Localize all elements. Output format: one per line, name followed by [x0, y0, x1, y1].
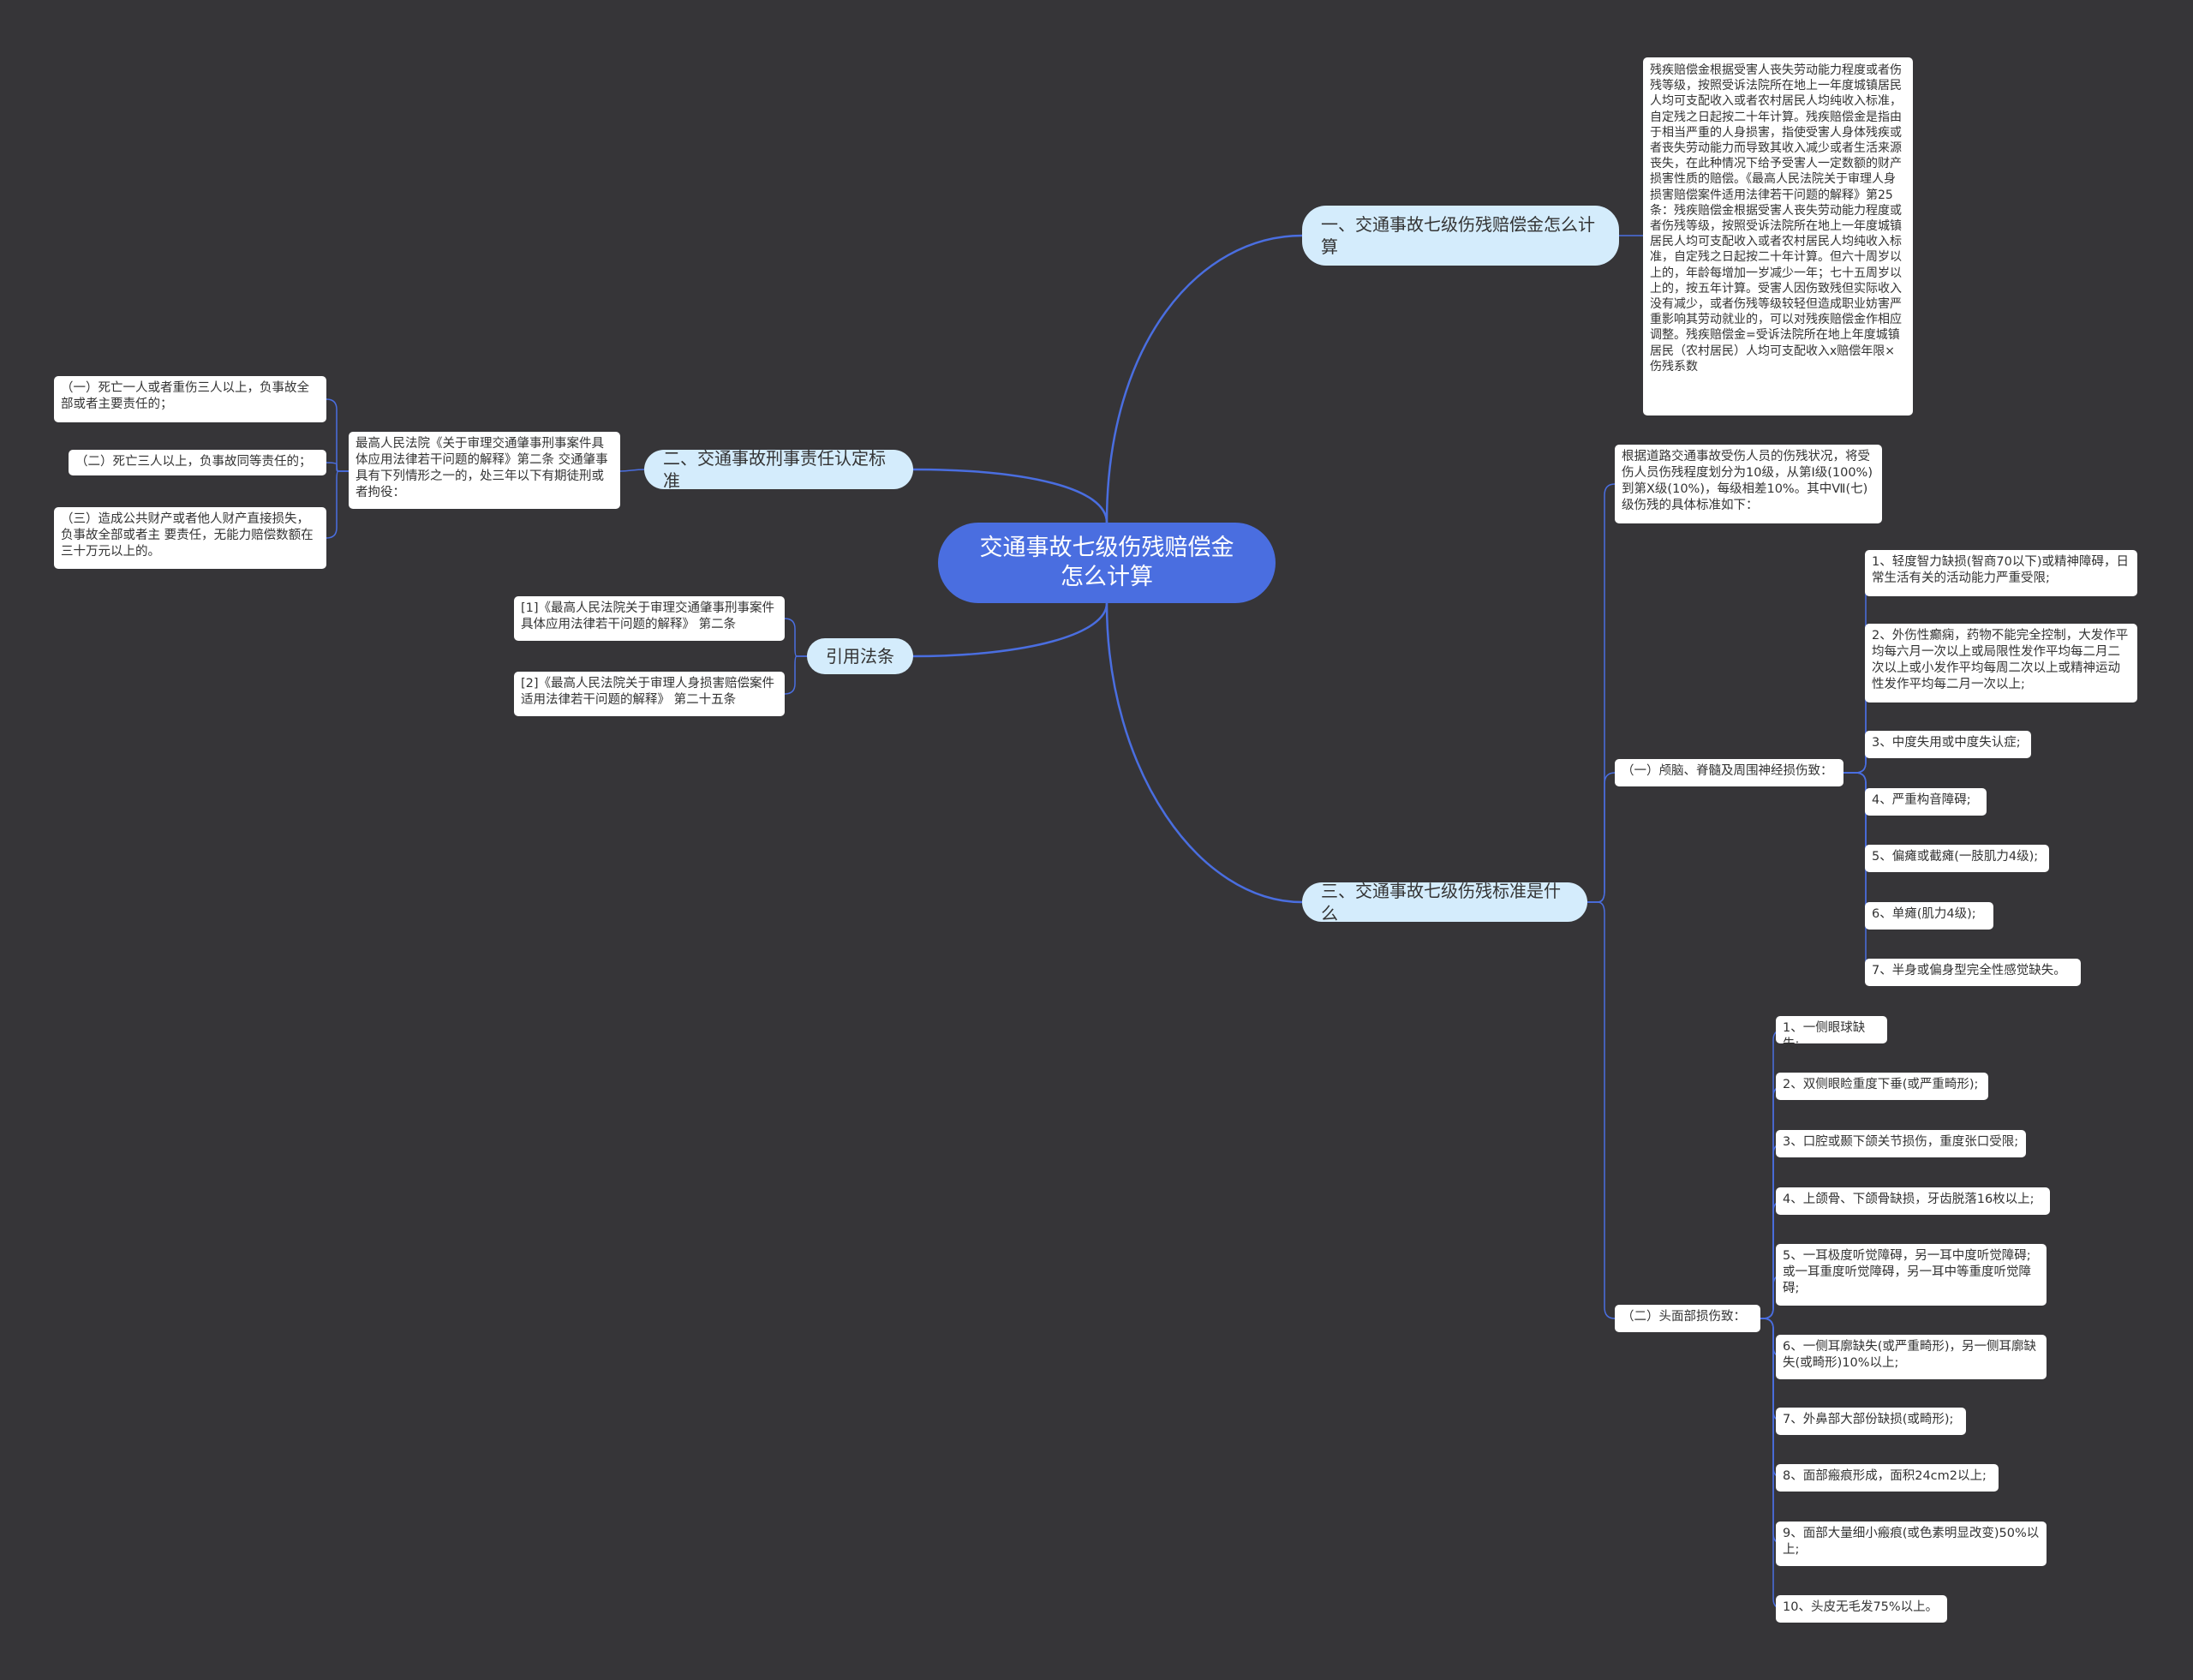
edge-detail-item1: [326, 398, 349, 472]
branch-grade7-standard[interactable]: 三、交通事故七级伤残标准是什么: [1302, 881, 1587, 924]
brain-injury-item-1: 1、轻度智力缺损(智商70以下)或精神障碍，日常生活有关的活动能力严重受限;: [1865, 550, 2137, 596]
calculation-detail-text: 残疾赔偿金根据受害人丧失劳动能力程度或者伤残等级，按照受诉法院所在地上一年度城镇…: [1643, 57, 1913, 416]
group-brain-injury[interactable]: （一）颅脑、脊髓及周围神经损伤致：: [1615, 759, 1843, 786]
edge-branch3-ref2: [784, 655, 807, 695]
face-injury-item-8: 8、面部瘢痕形成，面积24cm2以上;: [1776, 1464, 1999, 1492]
group-face-injury[interactable]: （二）头面部损伤致：: [1615, 1305, 1760, 1332]
brain-injury-item-4: 4、严重构音障碍;: [1865, 788, 1987, 816]
brain-injury-item-5: 5、偏瘫或截瘫(一肢肌力4级);: [1865, 845, 2049, 872]
face-injury-item-2: 2、双侧眼睑重度下垂(或严重畸形);: [1776, 1073, 1988, 1100]
criminal-liability-detail: 最高人民法院《关于审理交通肇事刑事案件具体应用法律若干问题的解释》第二条 交通肇…: [349, 432, 620, 509]
face-injury-item-4: 4、上颌骨、下颌骨缺损，牙齿脱落16枚以上;: [1776, 1187, 2050, 1215]
edge-root-branch1: [1105, 234, 1303, 523]
edge-branch4-intro: [1587, 483, 1616, 903]
liability-item-3: （三）造成公共财产或者他人财产直接损失，负事故全部或者主 要责任，无能力赔偿数额…: [54, 507, 326, 569]
edge-branch4-group1: [1587, 772, 1616, 903]
branch-cited-laws[interactable]: 引用法条: [807, 638, 913, 674]
cited-law-1: [1]《最高人民法院关于审理交通肇事刑事案件具体应用法律若干问题的解释》 第二条: [514, 596, 785, 641]
brain-injury-item-3: 3、中度失用或中度失认症;: [1865, 731, 2031, 758]
liability-item-2: （二）死亡三人以上，负事故同等责任的；: [69, 450, 326, 475]
edge-root-branch2: [911, 468, 1108, 523]
liability-item-1: （一）死亡一人或者重伤三人以上，负事故全部或者主要责任的；: [54, 376, 326, 422]
edge-detail-item3: [326, 470, 349, 539]
edge-root-branch3: [911, 602, 1108, 658]
brain-injury-item-7: 7、半身或偏身型完全性感觉缺失。: [1865, 959, 2081, 986]
grade-intro-text: 根据道路交通事故受伤人员的伤残状况，将受伤人员伤残程度划分为10级，从第Ⅰ级(1…: [1615, 445, 1882, 523]
brain-injury-item-2: 2、外伤性癫痫，药物不能完全控制，大发作平均每六月一次以上或局限性发作平均每二月…: [1865, 624, 2137, 702]
branch-calculation[interactable]: 一、交通事故七级伤残赔偿金怎么计算: [1302, 206, 1619, 266]
edge-root-branch4: [1105, 602, 1303, 904]
root-topic[interactable]: 交通事故七级伤残赔偿金怎么计算: [938, 523, 1276, 603]
face-injury-item-3: 3、口腔或颞下颌关节损伤，重度张口受限;: [1776, 1130, 2026, 1157]
face-injury-item-6: 6、一侧耳廓缺失(或严重畸形)，另一侧耳廓缺失(或畸形)10%以上;: [1776, 1335, 2047, 1379]
face-injury-item-10: 10、头皮无毛发75%以上。: [1776, 1595, 1947, 1623]
branch-criminal-liability[interactable]: 二、交通事故刑事责任认定标准: [644, 448, 913, 491]
edge-branch3-ref1: [784, 618, 807, 657]
face-injury-item-5: 5、一耳极度听觉障碍，另一耳中度听觉障碍;或一耳重度听觉障碍，另一耳中等重度听觉…: [1776, 1244, 2047, 1306]
edge-branch2-detail: [619, 469, 645, 472]
face-injury-item-1: 1、一侧眼球缺失;: [1776, 1016, 1887, 1051]
brain-injury-item-6: 6、单瘫(肌力4级);: [1865, 902, 1993, 930]
face-injury-item-9: 9、面部大量细小瘢痕(或色素明显改变)50%以上;: [1776, 1522, 2047, 1566]
edge-branch4-group2: [1587, 901, 1616, 1319]
face-injury-item-7: 7、外鼻部大部份缺损(或畸形);: [1776, 1408, 1966, 1435]
cited-law-2: [2]《最高人民法院关于审理人身损害赔偿案件适用法律若干问题的解释》 第二十五条: [514, 672, 785, 716]
